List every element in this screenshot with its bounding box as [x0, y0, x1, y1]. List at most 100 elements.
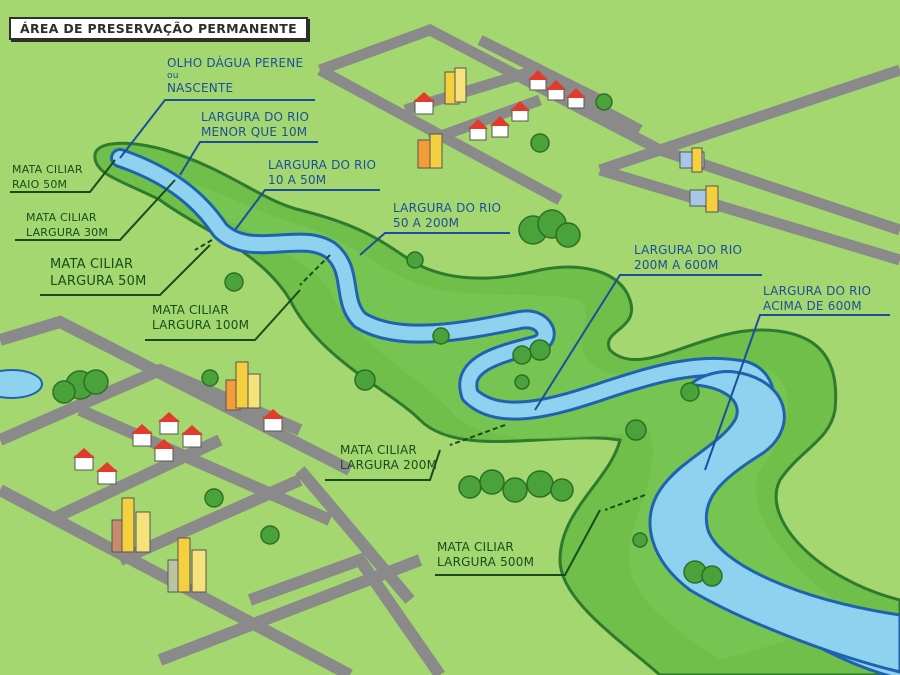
house [546, 80, 566, 101]
leader-50-200 [359, 232, 510, 256]
label-width-200-600: LARGURA DO RIO 200M A 600M [634, 243, 742, 273]
leader-width100 [145, 289, 301, 341]
tree [432, 327, 450, 345]
tree [512, 345, 532, 365]
houses-top-town [413, 67, 719, 213]
label-forest-width50: MATA CILIAR LARGURA 50M [50, 256, 147, 290]
tree [201, 369, 219, 387]
building [689, 185, 719, 213]
label-line: LARGURA 200M [340, 458, 438, 472]
label-forest-width30: MATA CILIAR LARGURA 30M [26, 210, 108, 240]
leader-gt600 [704, 314, 890, 471]
tree [502, 477, 528, 503]
building [111, 497, 151, 553]
leader-radius50 [10, 159, 116, 193]
building [679, 147, 705, 173]
label-line: LARGURA DO RIO [201, 110, 310, 124]
label-forest-width200: MATA CILIAR LARGURA 200M [340, 443, 437, 473]
leader-10-50 [234, 189, 380, 231]
road-segment [477, 35, 603, 105]
tree [555, 222, 581, 248]
label-line: MATA CILIAR [12, 163, 83, 176]
road-segment [157, 554, 423, 666]
label-line: 50 A 200M [393, 216, 460, 230]
label-line: OLHO DÁGUA PERENE [167, 56, 304, 70]
tree [224, 272, 244, 292]
label-line: NASCENTE [167, 81, 234, 95]
label-width-lt10: LARGURA DO RIO MENOR QUE 10M [201, 110, 309, 140]
tree [701, 565, 723, 587]
label-forest-radius50: MATA CILIAR RAIO 50M [12, 162, 83, 192]
label-line: MATA CILIAR [50, 257, 134, 272]
house [131, 424, 153, 447]
tree [479, 469, 505, 495]
road-segment [77, 404, 333, 526]
leader-lt10 [179, 141, 318, 176]
trees [52, 93, 723, 587]
label-line: LARGURA 50M [50, 274, 147, 289]
house [490, 116, 510, 138]
houses-bottom-town [73, 361, 284, 593]
house [153, 439, 175, 462]
house [158, 412, 180, 435]
leader-width30 [15, 179, 176, 241]
tree [680, 382, 700, 402]
tree [530, 133, 550, 153]
tree [204, 488, 224, 508]
label-line: LARGURA 100M [152, 318, 250, 332]
label-line: 10 A 50M [268, 173, 327, 187]
building [444, 67, 467, 105]
tree [260, 525, 280, 545]
label-line: MENOR QUE 10M [201, 125, 308, 139]
label-forest-width500: MATA CILIAR LARGURA 500M [437, 540, 534, 570]
building [417, 133, 443, 169]
leader-200-600 [534, 274, 762, 411]
road-segment [318, 24, 663, 155]
label-line: MATA CILIAR [26, 211, 97, 224]
house [566, 88, 586, 109]
tree [632, 532, 648, 548]
house [528, 70, 548, 91]
road-segment [247, 552, 445, 675]
label-line: MATA CILIAR [152, 303, 229, 317]
tree [595, 93, 613, 111]
leader-width50 [40, 244, 211, 296]
label-width-10-50: LARGURA DO RIO 10 A 50M [268, 158, 376, 188]
house [413, 92, 435, 115]
label-width-gt600: LARGURA DO RIO ACIMA DE 600M [763, 284, 871, 314]
dash [194, 239, 213, 251]
house [73, 448, 95, 471]
page-title: ÁREA DE PRESERVAÇÃO PERMANENTE [9, 17, 308, 40]
road-segment [598, 164, 900, 266]
house [262, 409, 284, 432]
label-line: MATA CILIAR [340, 443, 417, 457]
label-line: LARGURA DO RIO [634, 243, 743, 257]
tree [514, 374, 530, 390]
road-segment [598, 64, 900, 176]
label-forest-width100: MATA CILIAR LARGURA 100M [152, 303, 249, 333]
river-leader-lines [119, 99, 890, 471]
road-segment [295, 466, 415, 604]
pond [0, 369, 43, 399]
label-line: LARGURA DO RIO [393, 201, 502, 215]
leader-width200 [325, 449, 441, 481]
label-line: LARGURA 30M [26, 226, 109, 239]
label-line: ACIMA DE 600M [763, 299, 862, 313]
road-segment [0, 363, 303, 446]
tree [526, 470, 554, 498]
dash [449, 424, 506, 446]
label-line: RAIO 50M [12, 178, 68, 191]
house [181, 425, 203, 448]
tree [625, 419, 647, 441]
tree [406, 251, 424, 269]
leader-width500 [435, 509, 601, 576]
dash [299, 254, 331, 286]
dash [604, 494, 646, 511]
label-line: MATA CILIAR [437, 540, 514, 554]
label-line: LARGURA DO RIO [268, 158, 377, 172]
label-line: LARGURA 500M [437, 555, 535, 569]
label-conj: ou [167, 71, 179, 81]
label-line: 200M A 600M [634, 258, 719, 272]
label-width-50-200: LARGURA DO RIO 50 A 200M [393, 201, 501, 231]
